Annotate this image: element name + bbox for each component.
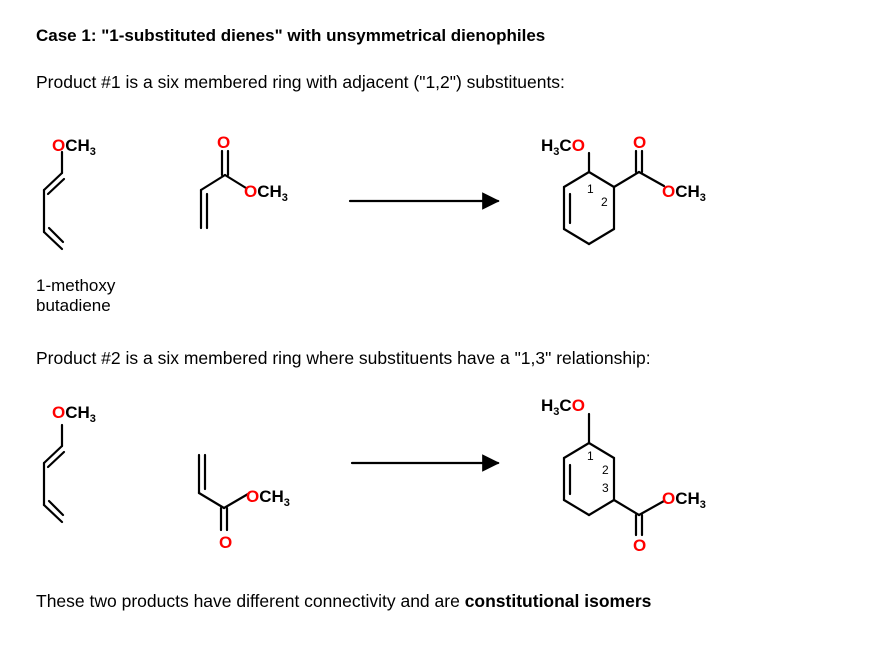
product2-och3-label: OCH3 [662, 489, 706, 511]
dienophile2-och3-label: OCH3 [246, 487, 290, 509]
dienophile2-carbonyl-o: O [219, 533, 232, 552]
diene2-och3-label: OCH3 [52, 403, 96, 425]
product2-position-1: 1 [587, 449, 594, 463]
heading: Case 1: "1-substituted dienes" with unsy… [36, 26, 546, 45]
product1-h3co-label: H3CO [541, 136, 585, 158]
product2-description: Product #2 is a six membered ring where … [36, 348, 651, 368]
footer-statement: These two products have different connec… [36, 591, 651, 612]
product-2 [562, 412, 666, 537]
diene-name: 1-methoxy butadiene [36, 276, 176, 316]
diene1-och3-label: OCH3 [52, 136, 96, 158]
product1-description: Product #1 is a six membered ring with a… [36, 72, 565, 92]
footer-bold: constitutional isomers [464, 591, 652, 611]
product1-position-1: 1 [587, 182, 594, 196]
product1-carbonyl-o: O [633, 133, 646, 152]
dienophile-2 [197, 453, 250, 532]
product2-carbonyl-o: O [633, 536, 646, 555]
dienophile-1 [199, 149, 248, 230]
product2-position-3: 3 [602, 481, 609, 495]
product1-och3-label: OCH3 [662, 182, 706, 204]
diene-name-line1: 1-methoxy [36, 276, 116, 295]
dienophile1-och3-label: OCH3 [244, 182, 288, 204]
product2-h3co-label: H3CO [541, 396, 585, 418]
diene-2 [42, 423, 66, 524]
product2-position-2: 2 [602, 463, 609, 477]
product-1 [562, 149, 666, 246]
diene-name-line2: butadiene [36, 296, 111, 315]
footer-plain: These two products have different connec… [36, 591, 465, 611]
diene-1 [42, 150, 66, 251]
product1-position-2: 2 [601, 195, 608, 209]
dienophile1-carbonyl-o: O [217, 133, 230, 152]
